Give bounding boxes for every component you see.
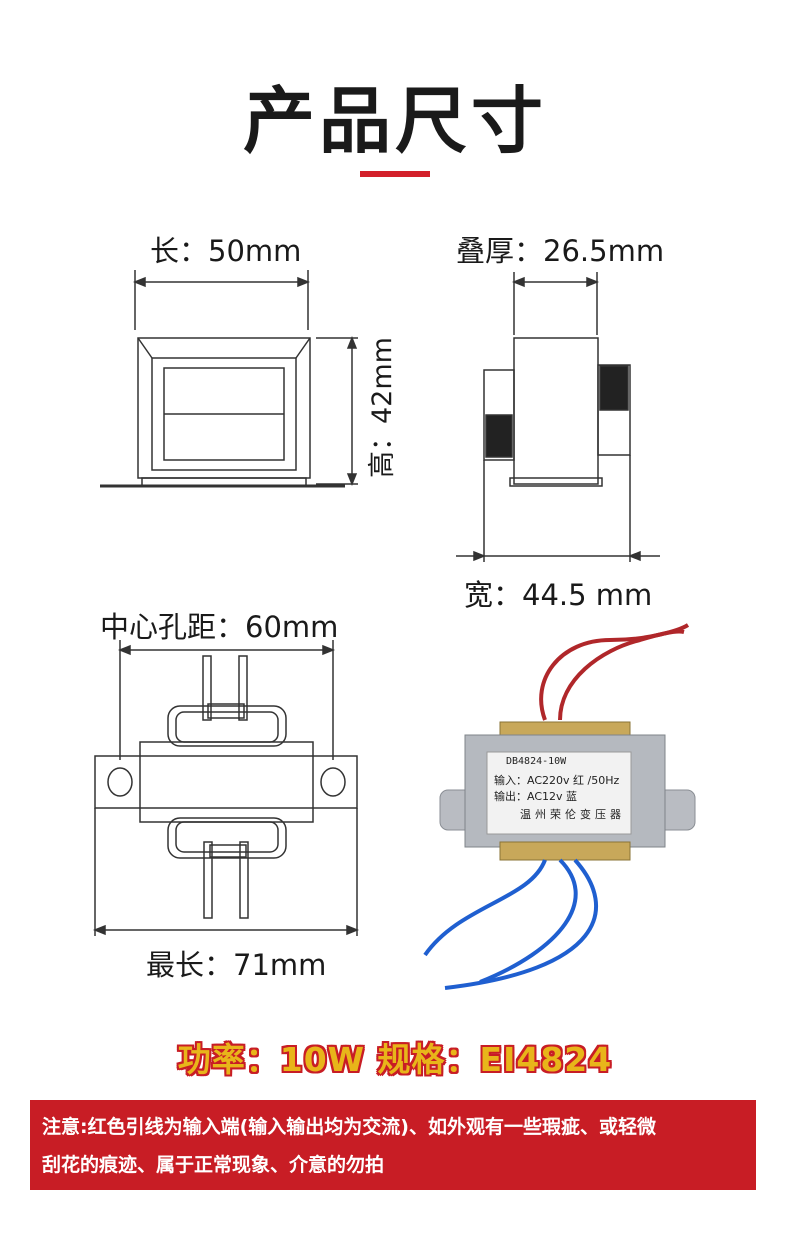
hole-spacing-label: 中心孔距：60mm <box>100 610 339 644</box>
notice-box: 注意:红色引线为输入端(输入输出均为交流)、如外观有一些瑕疵、或轻微 刮花的痕迹… <box>30 1100 756 1190</box>
nameplate-output: 输出：AC12v 蓝 <box>494 790 578 803</box>
width-label: 宽：44.5 mm <box>464 578 653 612</box>
length-label: 长：50mm <box>150 234 302 268</box>
notice-line-1: 注意:红色引线为输入端(输入输出均为交流)、如外观有一些瑕疵、或轻微 <box>42 1116 656 1138</box>
nameplate-maker: 温州荣伦变压器 <box>520 808 625 821</box>
page-title: 产品尺寸 <box>242 79 547 163</box>
height-label: 高：42mm <box>367 337 398 478</box>
nameplate-model: DB4824-10W <box>506 756 567 767</box>
title-underline <box>360 171 430 177</box>
notice-line-2: 刮花的痕迹、属于正常现象、介意的勿拍 <box>42 1154 385 1176</box>
nameplate-input: 输入：AC220v 红 /50Hz <box>494 774 620 787</box>
spec-heading: 功率：10W 规格：EI4824 <box>177 1040 613 1079</box>
max-length-label: 最长：71mm <box>146 948 327 982</box>
stack-label: 叠厚：26.5mm <box>456 234 665 268</box>
